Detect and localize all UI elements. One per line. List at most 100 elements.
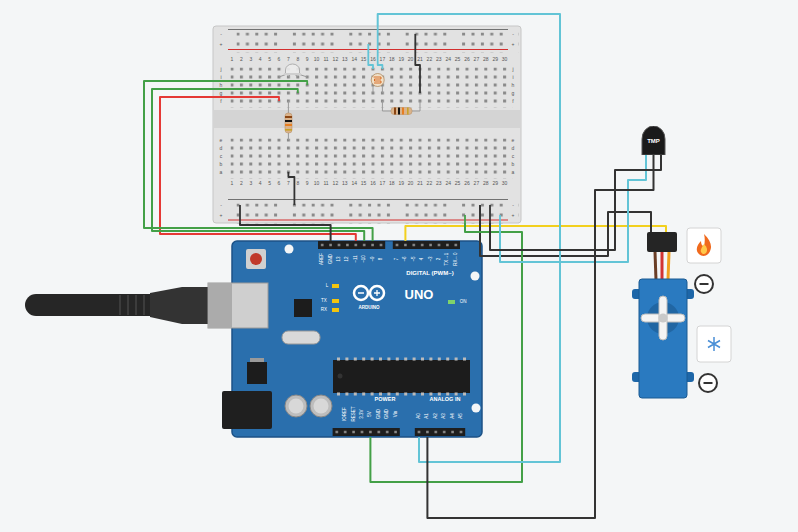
breadboard-label: 18: [389, 57, 395, 62]
resistor-symbol: [285, 124, 292, 126]
breadboard-label: 2: [240, 57, 244, 62]
wire-stub: [213, 26, 500, 223]
pin-label: GND: [328, 254, 333, 264]
arduino-board-graphic: [332, 308, 339, 312]
wire-stub: [464, 215, 466, 223]
breadboard-label: 14: [351, 181, 357, 186]
breadboard-label: b: [219, 162, 223, 167]
arduino-board-graphic: [333, 428, 400, 436]
breadboard-label: d: [219, 146, 223, 151]
breadboard-label: 5: [268, 181, 272, 186]
pin-label: 4: [420, 258, 425, 261]
breadboard-label: +: [511, 213, 515, 218]
breadboard-graphic: [231, 139, 513, 179]
breadboard-label: 8: [296, 181, 300, 186]
breadboard-label: 30: [501, 181, 507, 186]
breadboard-label: 3: [249, 181, 253, 186]
breadboard-label: g: [511, 91, 515, 96]
heat-control: [697, 234, 711, 256]
breadboard-label: 30: [501, 57, 507, 62]
breadboard-graphic: [237, 204, 519, 224]
jumper-wire: [288, 34, 420, 205]
breadboard-label: 27: [473, 181, 479, 186]
breadboard-label: 23: [436, 181, 442, 186]
wire: [378, 14, 560, 462]
cold-control: [697, 326, 731, 392]
pin-label: 7: [395, 258, 400, 261]
pin-label: 5V: [368, 411, 373, 417]
wire: [500, 155, 646, 262]
breadboard-label: 11: [323, 57, 329, 62]
breadboard-label: 21: [417, 57, 423, 62]
connector-group: [144, 14, 661, 518]
breadboard-label: c: [511, 154, 514, 159]
breadboard-label: 21: [417, 181, 423, 186]
breadboard-label: 6: [277, 57, 281, 62]
servo-motor: [639, 279, 687, 398]
pin-label: A5: [459, 413, 464, 419]
arduino-board-graphic: [294, 299, 312, 317]
arduino-board-graphic: [338, 374, 343, 379]
rgb-led: [286, 64, 300, 74]
breadboard-label: 26: [464, 181, 470, 186]
sensor-outline: [642, 126, 665, 155]
breadboard: --++123456789101112131415161718192021222…: [213, 26, 521, 223]
rgb-led: [284, 73, 301, 75]
servo-motor: [655, 252, 656, 280]
breadboard-label: 2: [240, 181, 244, 186]
pin-label: ~9: [370, 256, 375, 261]
photoresistor: [371, 74, 384, 87]
arduino-board-graphic: [318, 241, 385, 249]
breadboard-label: 13: [342, 181, 348, 186]
pin-label: ~3: [428, 256, 433, 261]
wire: [152, 89, 364, 241]
breadboard-label: c: [219, 154, 222, 159]
wire-stub: [213, 97, 279, 101]
photoresistor: [374, 77, 382, 83]
pin-label: ~10: [362, 255, 367, 263]
servo-motor: [661, 252, 664, 280]
breadboard-label: 16: [370, 57, 376, 62]
wire-stub: [489, 205, 491, 223]
breadboard-label: 29: [492, 181, 498, 186]
arduino-board-graphic: [393, 241, 460, 249]
breadboard-label: 4: [258, 181, 262, 186]
arduino-board-graphic: [332, 299, 339, 303]
breadboard-graphic: [213, 26, 521, 224]
heat-control: [700, 283, 709, 285]
cold-control: [708, 337, 720, 351]
arduino-board-graphic: [471, 272, 480, 281]
breadboard-label: +: [511, 42, 515, 47]
heat-control: [701, 244, 707, 254]
breadboard-graphic: [213, 26, 521, 223]
breadboard-graphic: [228, 199, 508, 200]
pin-label: A4: [450, 413, 455, 419]
heat-control: [687, 228, 721, 263]
breadboard-label: 17: [379, 181, 385, 186]
wire-stub: [378, 26, 383, 69]
arduino-board-graphic: [358, 290, 380, 296]
breadboard-label: 26: [464, 57, 470, 62]
pin-label: TX: [321, 299, 327, 304]
arduino-board-graphic: [310, 395, 332, 417]
breadboard-label: h: [511, 83, 515, 88]
arduino-board-graphic: [247, 362, 267, 384]
resistor-symbol: [391, 108, 412, 115]
usb-cable: [25, 287, 212, 324]
breadboard-label: 19: [398, 57, 404, 62]
breadboard-label: 1: [230, 181, 234, 186]
breadboard-label: 9: [305, 181, 309, 186]
breadboard-label: 14: [351, 57, 357, 62]
servo-motor: [632, 232, 694, 398]
arduino-board-graphic: [282, 331, 320, 344]
breadboard-label: f: [220, 99, 222, 104]
pin-label: 12: [345, 256, 350, 261]
breadboard-label: 15: [360, 181, 366, 186]
rgb-led: [279, 64, 307, 77]
breadboard-label: +: [219, 42, 223, 47]
usb-cable: [120, 295, 144, 315]
usb-plug: [208, 283, 268, 328]
pin-label: 2: [437, 258, 442, 261]
